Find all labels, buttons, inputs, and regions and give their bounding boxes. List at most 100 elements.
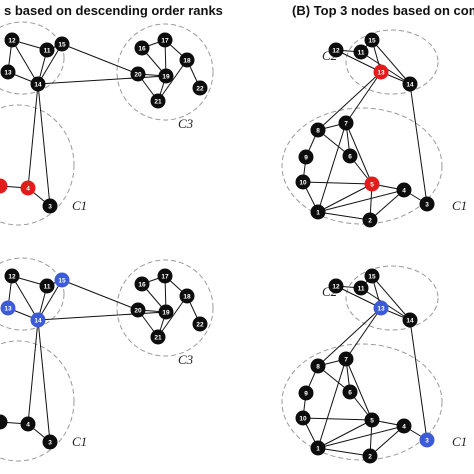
node-circle xyxy=(338,115,354,131)
node-circle xyxy=(157,268,173,284)
node-label: 18 xyxy=(183,57,191,64)
graph-edge xyxy=(37,279,63,321)
node-circle xyxy=(338,351,354,367)
graph-node: 21 xyxy=(150,93,166,109)
node-circle xyxy=(39,278,55,294)
node-circle xyxy=(353,44,369,60)
graph-node: 5 xyxy=(364,176,380,192)
node-label: 9 xyxy=(304,154,308,161)
node-label: 12 xyxy=(8,273,16,280)
graph-node: 1 xyxy=(310,440,326,456)
graph-node: 12 xyxy=(4,32,20,48)
node-label: 12 xyxy=(332,283,340,290)
graph-edge xyxy=(345,122,373,185)
graph-node: 12 xyxy=(4,268,20,284)
graph-edge xyxy=(317,211,371,221)
node-label: 3 xyxy=(48,203,52,210)
graph-node: 20 xyxy=(130,66,146,82)
graph-edge xyxy=(11,39,39,85)
node-label: 8 xyxy=(316,127,320,134)
node-label: 4 xyxy=(26,185,30,192)
node-label: 16 xyxy=(138,281,146,288)
graph-node: 16 xyxy=(134,40,150,56)
graph-node: 10 xyxy=(295,174,311,190)
node-label: 11 xyxy=(358,285,365,292)
graph-edge xyxy=(157,59,188,102)
graph-node: 14 xyxy=(402,312,418,328)
graph-node: 3 xyxy=(42,434,58,450)
graph-edge xyxy=(317,307,382,367)
node-circle xyxy=(362,448,378,464)
node-circle xyxy=(30,76,46,92)
node-circle xyxy=(373,300,389,316)
graph-edge xyxy=(317,183,373,213)
graph-edge xyxy=(369,189,405,221)
graph-node: 4 xyxy=(396,418,412,434)
graph-edge xyxy=(371,39,411,85)
graph-node: 13 xyxy=(0,64,16,80)
node-label: 17 xyxy=(161,37,169,44)
graph-edge xyxy=(345,71,382,124)
node-label: 9 xyxy=(304,390,308,397)
right-panel-title: (B) Top 3 nodes based on comm xyxy=(292,3,474,18)
graph-node: 13 xyxy=(373,300,389,316)
graph-node: 3 xyxy=(419,432,435,448)
node-label: 1 xyxy=(316,209,320,216)
node-label: 15 xyxy=(58,277,66,284)
node-circle xyxy=(42,434,58,450)
node-circle xyxy=(4,268,20,284)
graph-node: 7 xyxy=(338,351,354,367)
node-label: 13 xyxy=(4,69,12,76)
community-outline xyxy=(281,343,443,461)
graph-node: 4 xyxy=(396,182,412,198)
node-circle xyxy=(134,276,150,292)
node-circle xyxy=(353,280,369,296)
graph-node: 19 xyxy=(158,304,174,320)
community-outline xyxy=(345,265,439,331)
graph-edge xyxy=(369,425,405,457)
graph-node: 7 xyxy=(338,115,354,131)
node-circle xyxy=(364,412,380,428)
graph-node: 15 xyxy=(364,268,380,284)
graph-node: 6 xyxy=(342,148,358,164)
node-circle xyxy=(402,312,418,328)
community-outline xyxy=(116,23,214,121)
node-circle xyxy=(310,440,326,456)
graph-edge xyxy=(37,43,63,85)
node-label: 19 xyxy=(162,309,170,316)
community-outline xyxy=(116,259,214,357)
node-circle xyxy=(364,32,380,48)
node-circle xyxy=(54,272,70,288)
graph-edge xyxy=(317,358,347,449)
node-label: 22 xyxy=(196,321,204,328)
node-label: 22 xyxy=(196,85,204,92)
graph-node: 1 xyxy=(310,204,326,220)
graph-node: 17 xyxy=(157,268,173,284)
node-circle xyxy=(130,302,146,318)
graph-node: 14 xyxy=(30,312,46,328)
community-outline xyxy=(0,104,75,226)
community-label: C1 xyxy=(452,198,467,213)
node-label: 13 xyxy=(377,69,385,76)
node-circle xyxy=(364,176,380,192)
node-circle xyxy=(0,64,16,80)
node-label: 17 xyxy=(161,273,169,280)
node-label: 12 xyxy=(332,47,340,54)
node-circle xyxy=(362,212,378,228)
graph-edge xyxy=(11,275,39,321)
node-circle xyxy=(4,32,20,48)
node-circle xyxy=(192,316,208,332)
graph-node: 10 xyxy=(295,410,311,426)
graph-edge xyxy=(317,425,405,449)
node-circle xyxy=(295,174,311,190)
graph-edge xyxy=(345,307,382,360)
graph-node: 9 xyxy=(298,149,314,165)
graph-node: 15 xyxy=(364,32,380,48)
node-circle xyxy=(20,416,36,432)
node-circle xyxy=(419,432,435,448)
community-label: C3 xyxy=(178,352,194,367)
